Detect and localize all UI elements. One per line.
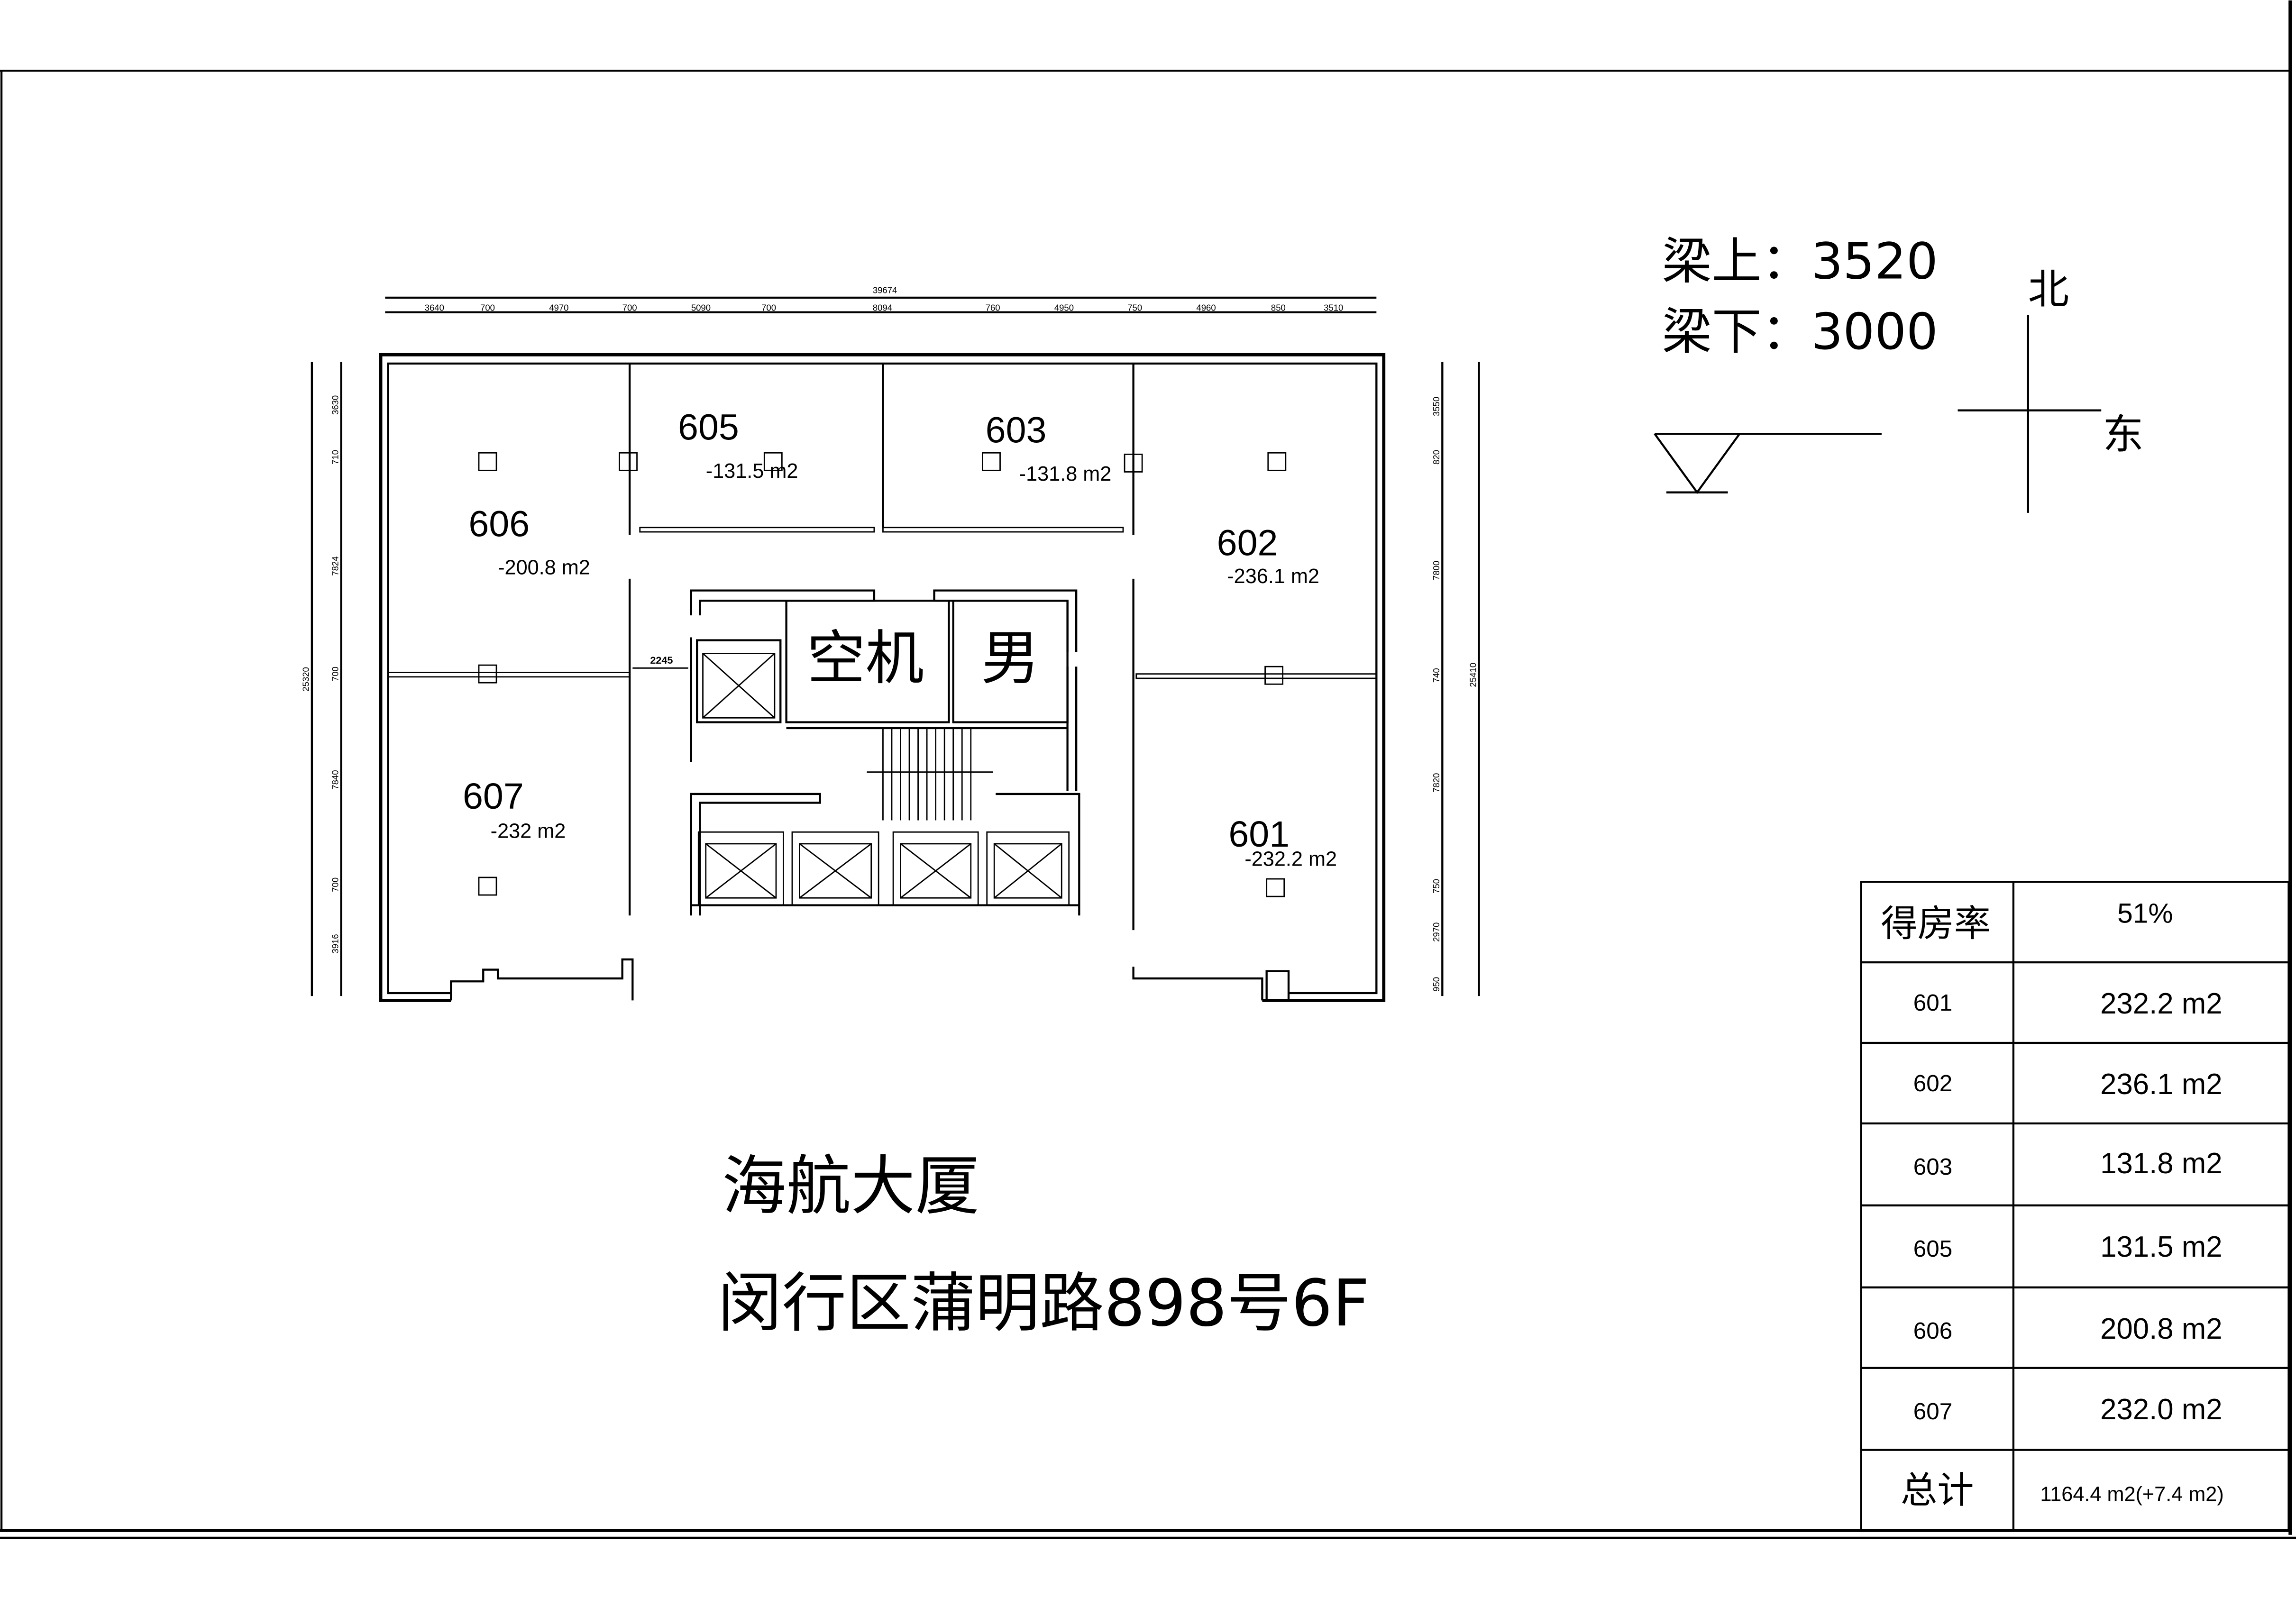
room-number: 602 (1217, 522, 1278, 563)
dimension-label: 39674 (873, 285, 897, 295)
room-605: 605 -131.5 m2 (678, 407, 798, 482)
table-room: 601 (1913, 990, 1952, 1016)
room-area: -131.8 m2 (1019, 463, 1112, 485)
building-core (690, 589, 1080, 916)
building-address: 闵行区蒲明路898号6F (717, 1266, 1369, 1341)
beam-bottom-height: 梁下：3000 (1662, 303, 1938, 361)
elevator-icon (986, 831, 1070, 906)
mens-room-label: 男 (981, 624, 1040, 693)
table-area: 232.2 m2 (2100, 987, 2223, 1020)
dimension-label: 8094 (873, 303, 892, 313)
dimension-label: 7820 (1431, 773, 1441, 793)
room-number: 606 (468, 503, 530, 544)
north-label: 北 (2028, 266, 2069, 313)
building-name: 海航大厦 (722, 1149, 980, 1224)
elevator-icon (791, 831, 879, 906)
elevator-icon (702, 653, 776, 719)
dimension-label: 750 (1431, 879, 1441, 894)
room-601: 601 -232.2 m2 (1228, 814, 1337, 870)
dimension-label: 3630 (330, 395, 340, 415)
dimension-label: 5090 (691, 303, 711, 313)
elevator-icon (697, 831, 784, 906)
area-table (1860, 881, 2290, 1532)
structural-columns (478, 452, 1287, 897)
ratio-label: 得房率 (1881, 903, 1991, 945)
dimension-label: 700 (480, 303, 495, 313)
dimension-label: 750 (1127, 303, 1142, 313)
room-number: 601 (1228, 814, 1290, 855)
table-area: 200.8 m2 (2100, 1313, 2223, 1345)
table-area: 236.1 m2 (2100, 1068, 2223, 1101)
dimension-label: 4970 (549, 303, 568, 313)
top-dimension-lines (385, 296, 1377, 313)
right-dimension-lines (1441, 362, 1480, 996)
room-606: 606 -200.8 m2 (468, 503, 590, 579)
dimension-label: 700 (330, 877, 340, 892)
stairs-icon (867, 728, 993, 821)
room-602: 602 -236.1 m2 (1217, 522, 1319, 588)
table-area: 131.8 m2 (2100, 1147, 2223, 1180)
total-label: 总计 (1901, 1469, 1974, 1512)
right-dimension-labels: 25410 3550 820 7800 740 7820 750 2970 95… (1431, 397, 1478, 992)
dimension-label: 25320 (301, 667, 311, 691)
ac-room-label: 空机 (807, 624, 924, 693)
dimension-label: 25410 (1468, 663, 1478, 687)
dimension-label: 950 (1431, 977, 1441, 992)
room-number: 607 (463, 776, 524, 817)
east-label: 东 (2103, 411, 2143, 458)
dimension-label: 4960 (1196, 303, 1216, 313)
dimension-label: 3510 (1324, 303, 1343, 313)
room-area: -200.8 m2 (498, 557, 590, 579)
table-area: 232.0 m2 (2100, 1393, 2223, 1426)
top-dimension-labels: 3640 700 4970 700 5090 700 8094 760 4950… (425, 303, 1344, 313)
dimension-label: 700 (622, 303, 637, 313)
table-room: 606 (1913, 1318, 1952, 1344)
table-room: 603 (1913, 1154, 1952, 1180)
interior-walls (387, 363, 1377, 931)
corridor-width-label: 2245 (650, 654, 673, 666)
dimension-label: 820 (1431, 450, 1441, 465)
room-number: 605 (678, 407, 739, 447)
table-room: 605 (1913, 1236, 1952, 1262)
dimension-label: 740 (1431, 668, 1441, 683)
dimension-label: 7800 (1431, 561, 1441, 580)
level-marker-icon (1654, 432, 1882, 494)
room-area: -236.1 m2 (1227, 565, 1319, 588)
left-dimension-labels: 25320 3630 710 7824 700 7840 700 3916 (301, 395, 340, 954)
room-area: -232.2 m2 (1244, 848, 1337, 870)
table-area: 131.5 m2 (2100, 1231, 2223, 1263)
dimension-label: 3640 (425, 303, 444, 313)
beam-top-height: 梁上：3520 (1662, 233, 1938, 291)
dimension-label: 2970 (1431, 922, 1441, 942)
dimension-label: 700 (330, 667, 340, 681)
dimension-label: 760 (986, 303, 1000, 313)
table-room: 607 (1913, 1398, 1952, 1424)
room-number: 603 (986, 410, 1047, 451)
dimension-label: 850 (1271, 303, 1286, 313)
elevator-icon (892, 831, 979, 906)
dimension-label: 7840 (330, 770, 340, 789)
room-area: -232 m2 (491, 820, 566, 843)
room-607: 607 -232 m2 (463, 776, 566, 843)
room-area: -131.5 m2 (706, 460, 798, 483)
dimension-label: 7824 (330, 557, 340, 576)
ratio-value: 51% (2117, 898, 2173, 929)
area-table-cells: 得房率 51% 601 232.2 m2 602 236.1 m2 603 13… (1881, 898, 2223, 1512)
dimension-label: 4950 (1054, 303, 1074, 313)
left-dimension-lines (311, 362, 342, 996)
total-value: 1164.4 m2(+7.4 m2) (2040, 1483, 2223, 1506)
dimension-label: 3550 (1431, 397, 1441, 416)
dimension-label: 700 (761, 303, 776, 313)
dimension-label: 710 (330, 450, 340, 465)
compass-icon (1958, 315, 2102, 513)
room-603: 603 -131.8 m2 (986, 410, 1112, 485)
table-room: 602 (1913, 1070, 1952, 1096)
dimension-label: 3916 (330, 934, 340, 953)
